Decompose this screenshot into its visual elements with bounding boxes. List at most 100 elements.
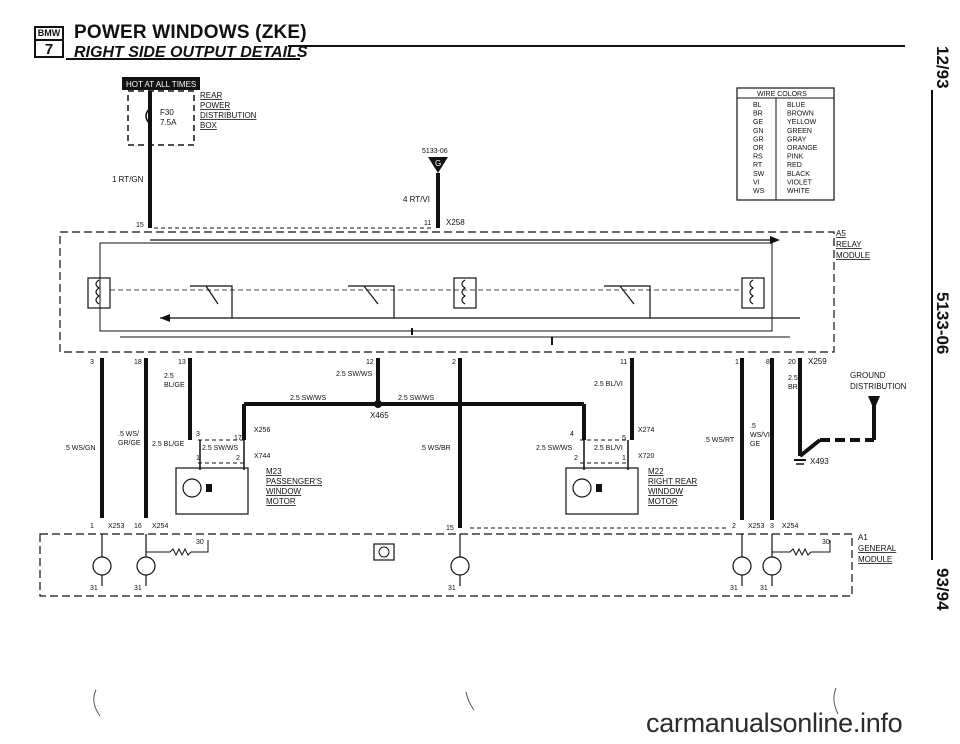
conn-x259: X259 bbox=[808, 357, 827, 366]
general-module-label-2: MODULE bbox=[858, 555, 892, 564]
bottom-pin-1: 1 bbox=[90, 523, 94, 530]
pin-2: 2 bbox=[452, 359, 456, 366]
wire-color-code: GN bbox=[753, 128, 764, 135]
pin-3: 3 bbox=[90, 359, 94, 366]
wire-color-name: ORANGE bbox=[787, 145, 818, 152]
resistor-left bbox=[146, 540, 209, 557]
m22-pin-1: 1 bbox=[622, 455, 626, 462]
conn-x274: X274 bbox=[638, 427, 654, 434]
m22-label-3: WINDOW bbox=[648, 487, 684, 496]
bmw-logo: BMW 7 bbox=[34, 26, 64, 58]
logo-brand: BMW bbox=[36, 28, 62, 41]
transistor-1 bbox=[92, 534, 112, 586]
wire-blge-m23: 2.5 BL/GE bbox=[152, 441, 185, 448]
transistor-5 bbox=[762, 534, 782, 586]
wire-color-code: BR bbox=[753, 111, 763, 118]
wire-wsrt: .5 WS/RT bbox=[704, 437, 735, 444]
m22-pin-5: 5 bbox=[622, 435, 626, 442]
general-module-center-symbol bbox=[373, 543, 395, 561]
hot-label: HOT AT ALL TIMES bbox=[126, 80, 196, 89]
wire-wsgn: .5 WS/GN bbox=[64, 445, 96, 452]
wire-color-code: RS bbox=[753, 154, 763, 161]
m22-motor-symbol bbox=[572, 478, 592, 498]
relay-bus-mid-arrow bbox=[160, 314, 170, 322]
wire-color-name: VIOLET bbox=[787, 179, 813, 186]
wire-blge-2: BL/GE bbox=[164, 382, 185, 389]
side-date: 12/93 bbox=[933, 46, 952, 89]
wire-color-name: GRAY bbox=[787, 136, 807, 143]
fuse-rating: 7.5A bbox=[160, 118, 177, 127]
relay-module-label-2: MODULE bbox=[836, 251, 870, 260]
fuse-box-outline bbox=[127, 90, 195, 146]
general-module-center-circle bbox=[378, 546, 390, 558]
fuse-box-name-4: BOX bbox=[200, 121, 218, 130]
bottom-pin-3: 3 bbox=[770, 523, 774, 530]
scan-mark-3 bbox=[833, 687, 839, 715]
wire-wsbr: .5 WS/BR bbox=[420, 445, 451, 452]
wire-wsvige-2: WS/VI/ bbox=[750, 432, 772, 439]
wire-blvi: 2.5 BL/VI bbox=[594, 381, 623, 388]
pin-18: 18 bbox=[134, 359, 142, 366]
relay-coil-2-winding bbox=[461, 279, 467, 305]
m22-label-1: M22 bbox=[648, 467, 664, 476]
relay-inner-frame bbox=[99, 242, 773, 332]
pin-15-top: 15 bbox=[136, 222, 144, 229]
conn-x465: X465 bbox=[370, 411, 389, 420]
relay-coil-3 bbox=[741, 277, 765, 309]
m23-label-3: WINDOW bbox=[266, 487, 302, 496]
general-module-label-1: GENERAL bbox=[858, 544, 897, 553]
general-module-outline bbox=[39, 533, 853, 597]
m22-motor-box bbox=[565, 467, 639, 515]
side-doc-number: 5133-06 bbox=[933, 292, 952, 355]
resistor-right bbox=[772, 540, 831, 557]
wire-colors-title: WIRE COLORS bbox=[757, 91, 807, 98]
general-pin-30-left: 30 bbox=[196, 539, 204, 546]
fuse-symbol bbox=[145, 107, 151, 125]
m23-motor-box bbox=[175, 467, 249, 515]
wire-blge-1: 2.5 bbox=[164, 373, 174, 380]
wire-color-code: SW bbox=[753, 171, 765, 178]
wire-color-code: WS bbox=[753, 188, 765, 195]
m22-pin-2: 2 bbox=[574, 455, 578, 462]
fuse-id: F30 bbox=[160, 108, 174, 117]
bottom-pin-16: 16 bbox=[134, 523, 142, 530]
conn-x493: X493 bbox=[810, 457, 829, 466]
m23-label-1: M23 bbox=[266, 467, 282, 476]
relay-coil-1-winding bbox=[95, 279, 101, 305]
fuse-box-name-1: REAR bbox=[200, 91, 222, 100]
ground-31-a: 31 bbox=[90, 585, 98, 592]
hot-label-box bbox=[122, 77, 200, 90]
wire-wsvige-1: .5 bbox=[750, 423, 756, 430]
m22-label-2: RIGHT REAR bbox=[648, 477, 697, 486]
bottom-pin-15: 15 bbox=[446, 525, 454, 532]
pin-20: 20 bbox=[788, 359, 796, 366]
scan-mark-1 bbox=[93, 689, 101, 717]
relay-coil-2 bbox=[453, 277, 477, 309]
wire-color-name: BLACK bbox=[787, 171, 810, 178]
conn-x744: X744 bbox=[254, 453, 270, 460]
ground-31-e: 31 bbox=[760, 585, 768, 592]
m23-label-4: MOTOR bbox=[266, 497, 296, 506]
m22-pin-4: 4 bbox=[570, 431, 574, 438]
wire-color-name: YELLOW bbox=[787, 119, 817, 126]
wire-color-code: GR bbox=[753, 136, 764, 143]
pin-8: 8 bbox=[766, 359, 770, 366]
transistor-2 bbox=[136, 534, 156, 586]
wire-swws-left: 2.5 SW/WS bbox=[290, 395, 327, 402]
conn-x258: X258 bbox=[446, 218, 465, 227]
m22-motor-brush bbox=[596, 484, 602, 492]
conn-x720: X720 bbox=[638, 453, 654, 460]
wire-br-2: BR bbox=[788, 384, 798, 391]
ref-g: G bbox=[435, 159, 441, 168]
wire-swws-right: 2.5 SW/WS bbox=[398, 395, 435, 402]
m22-label-4: MOTOR bbox=[648, 497, 678, 506]
x465-splice bbox=[374, 400, 382, 408]
relay-coil-3-winding bbox=[749, 279, 755, 305]
pin-11: 11 bbox=[620, 359, 627, 366]
wire-wsgr-2: GR/GE bbox=[118, 440, 141, 447]
wire-color-code: RT bbox=[753, 162, 763, 169]
page-subtitle: RIGHT SIDE OUTPUT DETAILS bbox=[74, 44, 308, 61]
ground-dist-2: DISTRIBUTION bbox=[850, 382, 907, 391]
